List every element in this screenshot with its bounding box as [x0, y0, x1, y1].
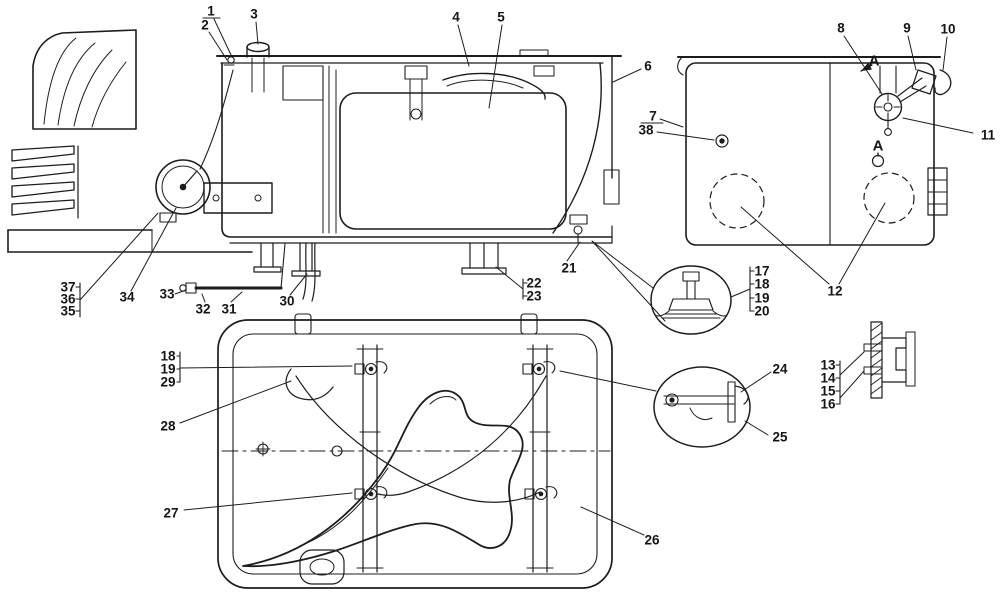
callout-22: 22 — [526, 275, 542, 291]
main-tank-view — [179, 41, 622, 302]
callout-5: 5 — [497, 9, 505, 25]
callout-37: 37 — [60, 279, 76, 295]
callout-3: 3 — [250, 6, 258, 22]
side-bracket-ribbed — [927, 167, 948, 216]
callout-4: 4 — [452, 9, 460, 25]
fuel-sender-unit — [873, 65, 952, 136]
callout-32: 32 — [195, 301, 211, 317]
wall-bracket-detail — [863, 321, 916, 399]
callout-8: 8 — [837, 20, 845, 36]
fuel-level-gauge — [155, 159, 273, 223]
tractor-front-sketch — [32, 29, 137, 130]
callout-30: 30 — [279, 293, 295, 309]
callout-19-straps: 19 — [160, 361, 176, 377]
callout-26: 26 — [644, 532, 660, 548]
callout-9: 9 — [903, 20, 911, 36]
callout-7: 7 — [649, 108, 657, 124]
callout-16: 16 — [820, 396, 836, 412]
callout-18-mount: 18 — [754, 276, 770, 292]
strap-clamp-bottom-right — [524, 486, 558, 501]
callout-14: 14 — [820, 370, 836, 386]
right-tank-view — [677, 56, 952, 246]
callout-25: 25 — [772, 429, 788, 445]
strap-clamp-top-left — [354, 361, 388, 376]
callout-28: 28 — [160, 418, 176, 434]
callout-21: 21 — [561, 260, 577, 276]
callout-29: 29 — [160, 374, 176, 390]
callout-12: 12 — [827, 283, 843, 299]
callout-36: 36 — [60, 291, 76, 307]
callout-24: 24 — [772, 361, 788, 377]
mount-bolt-detail — [591, 240, 732, 335]
strap-clamp-top-right — [522, 361, 556, 376]
callout-1: 1 — [207, 3, 215, 19]
callout-10: 10 — [940, 21, 956, 37]
view-label-a-arrow: A — [868, 52, 880, 70]
callout-38: 38 — [638, 122, 654, 138]
strap-clamp-bottom-left — [354, 486, 388, 501]
view-label-a-marker: A — [872, 137, 884, 155]
leader-lines — [79, 18, 974, 536]
callout-27: 27 — [163, 505, 179, 521]
callout-6: 6 — [644, 58, 652, 74]
strap-end-detail — [559, 366, 751, 448]
callout-23: 23 — [526, 288, 542, 304]
callout-34: 34 — [119, 289, 135, 305]
view-a-marks — [860, 62, 885, 168]
callout-31: 31 — [221, 301, 237, 317]
callout-15: 15 — [820, 383, 836, 399]
callout-11: 11 — [980, 127, 996, 143]
callout-2: 2 — [201, 17, 209, 33]
frame-rail — [7, 229, 253, 253]
callout-35: 35 — [60, 303, 76, 319]
callout-19-mount: 19 — [754, 290, 770, 306]
callout-13: 13 — [820, 357, 836, 373]
callout-33: 33 — [159, 286, 175, 302]
callout-18-straps: 18 — [160, 348, 176, 364]
filler-neck-bottom — [299, 549, 345, 585]
bellows — [11, 145, 79, 219]
callout-20: 20 — [754, 303, 770, 319]
bottom-view — [217, 313, 613, 589]
callout-17: 17 — [754, 263, 770, 279]
